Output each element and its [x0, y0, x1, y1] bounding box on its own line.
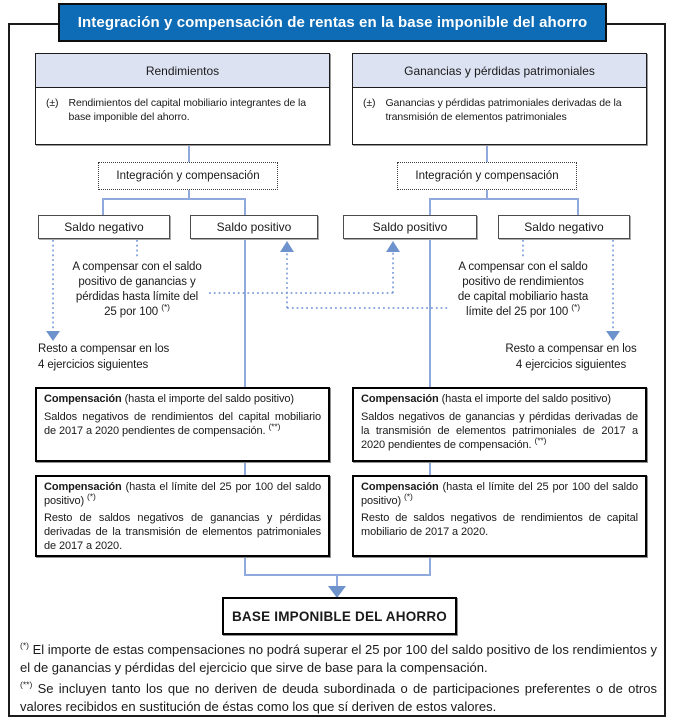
resto-note-left: Resto a compensar en los 4 ejercicios si… — [38, 341, 196, 373]
note-line: límite del 25 por 100 (*) — [466, 302, 580, 318]
comp-box-2-right: Compensación (hasta el límite del 25 por… — [352, 475, 647, 557]
page-title: Integración y compensación de rentas en … — [58, 3, 607, 42]
footnote-marker: (**) — [20, 679, 33, 690]
comp-body: Saldos negativos de ganancias y pérdidas… — [361, 410, 638, 451]
saldo-positivo-right: Saldo positivo — [343, 215, 477, 239]
note-line: A compensar con el saldo — [458, 261, 588, 273]
resto-note-right: Resto a compensar en los 4 ejercicios si… — [492, 341, 650, 373]
comp-box-2-left: Compensación (hasta el límite del 25 por… — [35, 475, 330, 557]
saldo-positivo-left: Saldo positivo — [190, 215, 318, 239]
header-ganancias: Ganancias y pérdidas patrimoniales — [352, 53, 647, 88]
note-line: 4 ejercicios siguientes — [515, 359, 627, 371]
footnote-marker: (*) — [571, 302, 580, 313]
footnote-1: (*) El importe de estas compensaciones n… — [20, 640, 657, 675]
footnote-marker: (**) — [534, 434, 547, 445]
compensar-note-right: A compensar con el saldo positivo de ren… — [443, 260, 603, 320]
note-line: 4 ejercicios siguientes — [38, 359, 149, 371]
footnote-marker: (*) — [20, 640, 29, 651]
comp-body: Saldos negativos de rendimientos del cap… — [44, 410, 321, 437]
comp-body: Resto de saldos negativos de ganancias y… — [44, 512, 321, 552]
note-line: positivo de ganancias y — [78, 276, 196, 288]
footnote-marker: (*) — [161, 302, 170, 313]
comp-head: Compensación (hasta el importe del saldo… — [44, 393, 294, 405]
note-line: Resto a compensar en los — [38, 343, 170, 355]
saldo-negativo-left: Saldo negativo — [38, 215, 170, 239]
comp-box-1-right: Compensación (hasta el importe del saldo… — [352, 387, 647, 462]
saldo-negativo-right: Saldo negativo — [498, 215, 630, 239]
compensar-note-left: A compensar con el saldo positivo de gan… — [57, 260, 217, 320]
note-line: 25 por 100 (*) — [104, 302, 170, 318]
note-line: A compensar con el saldo — [72, 261, 202, 273]
plus-minus-sign: (±) — [363, 97, 376, 109]
comp-body: Resto de saldos negativos de rendimiento… — [361, 512, 638, 538]
header-rendimientos: Rendimientos — [35, 53, 330, 88]
footnote-marker: (*) — [87, 490, 96, 501]
integration-box-left: Integración y compensación — [98, 162, 278, 190]
footnote-2: (**) Se incluyen tanto los que no derive… — [20, 679, 657, 714]
footnote-marker: (*) — [404, 490, 413, 501]
pm-box-ganancias: (±) Ganancias y pérdidas patrimoniales d… — [352, 87, 647, 145]
note-line: positivo de rendimientos — [462, 276, 584, 288]
comp-head: Compensación (hasta el importe del saldo… — [361, 393, 611, 405]
footnote-marker: (**) — [268, 420, 281, 431]
footnotes: (*) El importe de estas compensaciones n… — [20, 641, 657, 719]
pm-text: Ganancias y pérdidas patrimoniales deriv… — [385, 97, 622, 123]
note-line: Resto a compensar en los — [505, 343, 637, 355]
comp-head: Compensación (hasta el límite del 25 por… — [44, 481, 321, 507]
integration-box-right: Integración y compensación — [397, 162, 577, 190]
comp-box-1-left: Compensación (hasta el importe del saldo… — [35, 387, 330, 462]
note-line: pérdidas hasta límite del — [75, 291, 199, 303]
pm-box-rendimientos: (±) Rendimientos del capital mobiliario … — [35, 87, 330, 145]
base-imponible-box: BASE IMPONIBLE DEL AHORRO — [222, 597, 457, 635]
pm-text: Rendimientos del capital mobiliario inte… — [68, 97, 306, 123]
plus-minus-sign: (±) — [46, 97, 59, 109]
comp-head: Compensación (hasta el límite del 25 por… — [361, 481, 638, 507]
